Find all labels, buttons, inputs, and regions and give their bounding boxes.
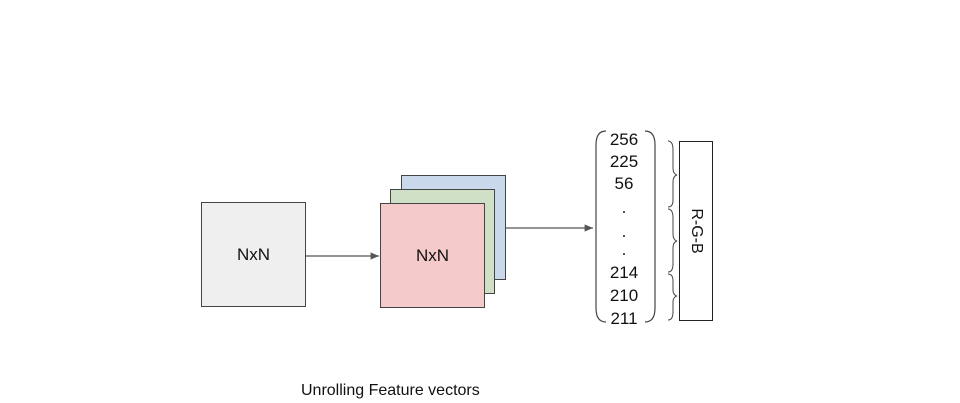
vector-value: 56 [614, 174, 634, 193]
rgb-channel-box: R-G-B [679, 141, 713, 321]
rgb-channel-label: R-G-B [688, 208, 705, 254]
vector-ellipsis-dot: . [621, 198, 627, 217]
channel-brace-r [667, 140, 678, 208]
vector-value: 256 [609, 130, 639, 149]
vector-value: 210 [609, 286, 639, 305]
vector-value: 214 [609, 263, 639, 282]
channel-brace-b [667, 273, 678, 321]
input-matrix-label: NxN [236, 244, 271, 264]
feature-stack-label: NxN [415, 245, 450, 265]
input-matrix-box: NxN [201, 202, 306, 307]
vector-ellipsis-dot: . [621, 240, 627, 259]
feature-layer-red: NxN [380, 203, 485, 308]
vector-value: 211 [610, 309, 638, 328]
vector-left-bracket [595, 130, 607, 323]
vector-right-bracket [644, 130, 656, 323]
vector-value: 225 [609, 152, 639, 171]
vector-ellipsis-dot: . [621, 222, 627, 241]
channel-brace-g [667, 208, 678, 273]
diagram-caption: Unrolling Feature vectors [301, 382, 480, 399]
